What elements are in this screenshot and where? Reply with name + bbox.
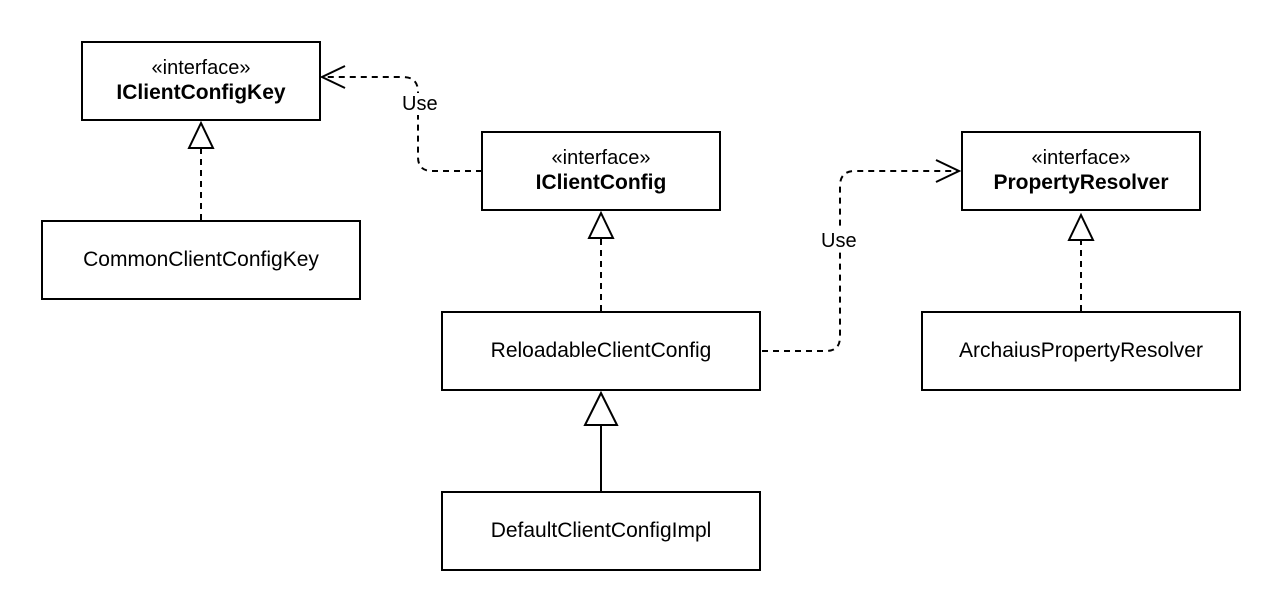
class-box-defaultclientconfigimpl[interactable]: DefaultClientConfigImpl xyxy=(441,491,761,571)
stereotype-label: «interface» xyxy=(551,147,651,169)
class-name: IClientConfig xyxy=(535,171,667,194)
stereotype-label: «interface» xyxy=(151,57,251,79)
class-box-iclientconfigkey[interactable]: «interface» IClientConfigKey xyxy=(81,41,321,121)
realization-arrowhead-propertyresolver xyxy=(1067,212,1095,241)
realization-arrowhead-iclientconfig xyxy=(587,210,615,239)
class-name: PropertyResolver xyxy=(993,171,1169,194)
generalization-arrowhead-reloadableclientconfig xyxy=(583,390,619,426)
class-name: IClientConfigKey xyxy=(116,81,286,104)
use-label-reloadable-to-resolver: Use xyxy=(820,230,858,252)
class-box-propertyresolver[interactable]: «interface» PropertyResolver xyxy=(961,131,1201,211)
use-label-config-to-key: Use xyxy=(401,93,439,115)
class-box-reloadableclientconfig[interactable]: ReloadableClientConfig xyxy=(441,311,761,391)
dependency-arrowhead-propertyresolver xyxy=(935,159,962,183)
class-box-archaiuspropertyresolver[interactable]: ArchaiusPropertyResolver xyxy=(921,311,1241,391)
realization-arrowhead-iclientconfigkey xyxy=(187,120,215,149)
dependency-line-iclientconfig-to-key xyxy=(324,76,482,172)
class-box-iclientconfig[interactable]: «interface» IClientConfig xyxy=(481,131,721,211)
stereotype-label: «interface» xyxy=(1031,147,1131,169)
class-box-commonclientconfigkey[interactable]: CommonClientConfigKey xyxy=(41,220,361,300)
class-name: ArchaiusPropertyResolver xyxy=(959,339,1203,362)
class-name: DefaultClientConfigImpl xyxy=(490,519,712,542)
dependency-arrowhead-iclientconfigkey xyxy=(319,65,346,89)
dependency-line-reloadable-to-resolver xyxy=(762,170,958,352)
class-name: CommonClientConfigKey xyxy=(83,248,319,271)
class-name: ReloadableClientConfig xyxy=(490,339,712,362)
